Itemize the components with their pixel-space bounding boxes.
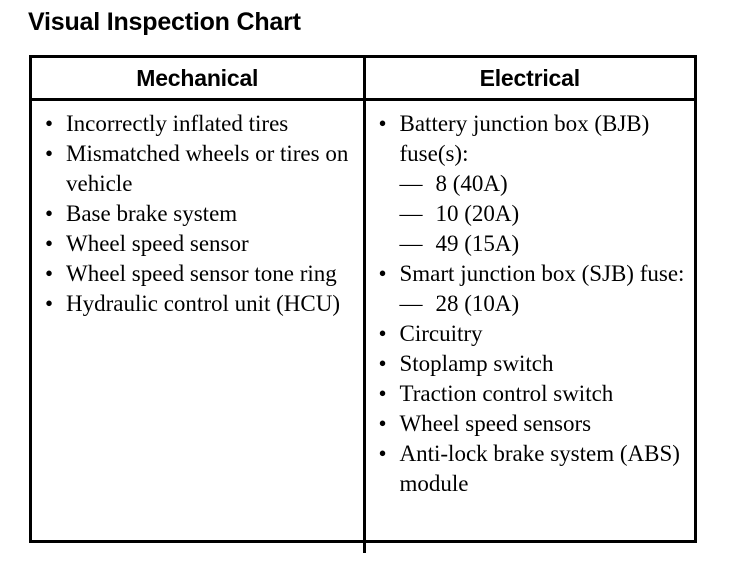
bullet-icon: • (45, 231, 54, 256)
bullet-icon: • (378, 411, 387, 436)
sub-list-item-label: 49 (15A) (435, 231, 520, 256)
list-item-label: Circuitry (399, 321, 483, 346)
bullet-icon: • (45, 291, 54, 316)
list-item-label: Anti-lock brake system (ABS) module (399, 441, 680, 496)
list-item: • Wheel speed sensors (372, 409, 689, 439)
list-item-label: Wheel speed sensors (399, 411, 592, 436)
bullet-icon: • (378, 351, 387, 376)
em-dash-icon: — (399, 171, 423, 196)
sub-list-item: — 10 (20A) (400, 199, 689, 229)
list-item: • Base brake system (38, 199, 357, 229)
list-item: • Incorrectly inflated tires (38, 109, 357, 139)
list-item: • Hydraulic control unit (HCU) (38, 289, 357, 319)
sub-list-item-label: 10 (20A) (435, 201, 520, 226)
list-item-label: Wheel speed sensor tone ring (66, 261, 337, 286)
sub-list-item-label: 28 (10A) (435, 291, 520, 316)
table-body-row: • Incorrectly inflated tires • Mismatched w… (32, 99, 694, 554)
sub-item-list: — 8 (40A) — 10 (20A) — 49 (15A) (400, 169, 689, 259)
list-item-label: Stoplamp switch (399, 351, 554, 376)
list-item: • Wheel speed sensor (38, 229, 357, 259)
bullet-icon: • (45, 141, 54, 166)
bullet-icon: • (378, 111, 387, 136)
mechanical-item-list: • Incorrectly inflated tires • Mismatched w… (38, 109, 357, 319)
em-dash-icon: — (399, 231, 423, 256)
sub-list-item-label: 8 (40A) (435, 171, 508, 196)
electrical-item-list: • Battery junction box (BJB) fuse(s): — 8 (… (372, 109, 689, 499)
column-header-electrical: Electrical (364, 58, 694, 101)
list-item: • Mismatched wheels or tires on vehicle (38, 139, 357, 199)
inspection-table-grid: Mechanical Electrical • Incorrectly infla… (32, 58, 694, 553)
list-item-label: Wheel speed sensor (66, 231, 249, 256)
em-dash-icon: — (399, 291, 423, 316)
list-item: • Smart junction box (SJB) fuse: — 28 (10A) (372, 259, 689, 319)
list-item-label: Base brake system (66, 201, 238, 226)
bullet-icon: • (45, 201, 54, 226)
table-header-row: Mechanical Electrical (32, 58, 694, 101)
sub-item-list: — 28 (10A) (400, 289, 689, 319)
list-item: • Battery junction box (BJB) fuse(s): — 8 (… (372, 109, 689, 259)
column-body-mechanical: • Incorrectly inflated tires • Mismatched w… (32, 99, 366, 553)
bullet-icon: • (378, 261, 387, 286)
bullet-icon: • (378, 381, 387, 406)
list-item-label: Hydraulic control unit (HCU) (66, 291, 341, 316)
em-dash-icon: — (399, 201, 423, 226)
sub-list-item: — 28 (10A) (400, 289, 689, 319)
column-header-mechanical: Mechanical (32, 58, 366, 101)
bullet-icon: • (378, 321, 387, 346)
list-item: • Anti-lock brake system (ABS) module (372, 439, 689, 499)
page-title: Visual Inspection Chart (28, 8, 301, 36)
list-item-label: Traction control switch (399, 381, 614, 406)
visual-inspection-table: Mechanical Electrical • Incorrectly infla… (29, 55, 697, 553)
list-item-label: Incorrectly inflated tires (66, 111, 289, 136)
list-item-label: Mismatched wheels or tires on vehicle (66, 141, 349, 196)
list-item: • Traction control switch (372, 379, 689, 409)
bullet-icon: • (378, 441, 387, 466)
column-body-electrical: • Battery junction box (BJB) fuse(s): — 8 (… (364, 100, 694, 554)
sub-list-item: — 8 (40A) (400, 169, 689, 199)
list-item-label: Smart junction box (SJB) fuse: (399, 261, 685, 286)
list-item-label: Battery junction box (BJB) fuse(s): (399, 111, 650, 166)
list-item: • Circuitry (372, 319, 689, 349)
bullet-icon: • (45, 111, 54, 136)
bullet-icon: • (45, 261, 54, 286)
list-item: • Stoplamp switch (372, 349, 689, 379)
list-item: • Wheel speed sensor tone ring (38, 259, 357, 289)
sub-list-item: — 49 (15A) (400, 229, 689, 259)
